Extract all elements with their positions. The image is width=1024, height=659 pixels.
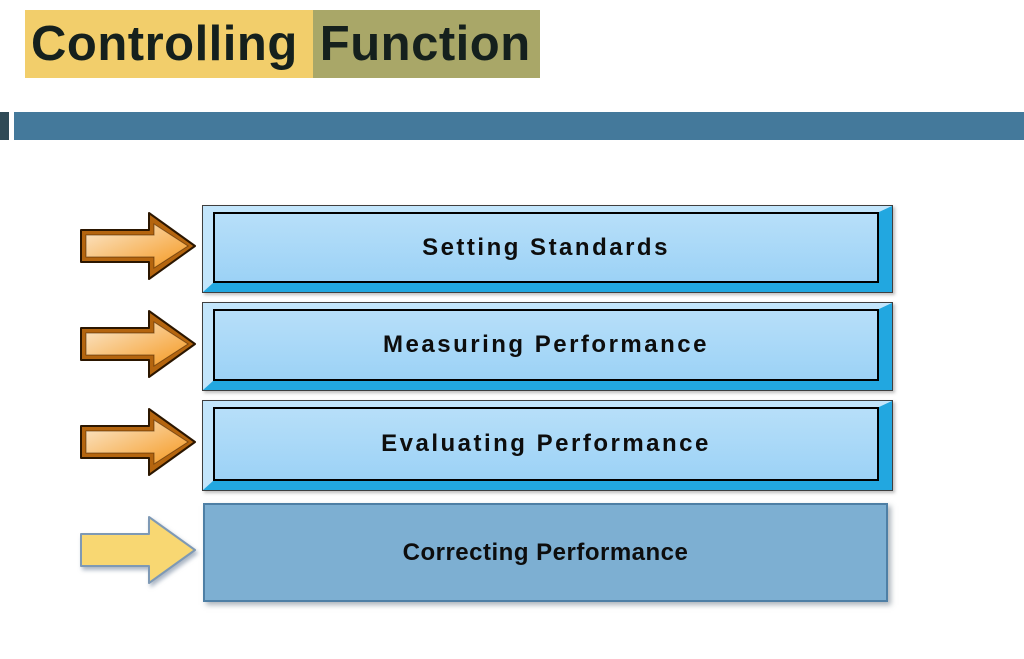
step-label: Evaluating Performance [381,430,711,457]
step-box-evaluating-performance: Evaluating Performance [202,400,893,491]
right-arrow-icon [80,212,196,280]
divider-accent-block [0,112,9,140]
step-label: Setting Standards [422,233,670,261]
step-box-bevel: Setting Standards [203,206,892,292]
step-box-panel: Evaluating Performance [213,407,879,481]
step-box-panel: Measuring Performance [213,309,879,381]
slide-title-part-controlling: Controlling [25,10,313,78]
step-box-panel: Setting Standards [213,212,879,283]
step-label: Correcting Performance [402,538,689,566]
step-label: Measuring Performance [383,331,709,358]
right-arrow-icon [80,310,196,378]
slide-title-part-function: Function [312,10,540,78]
step-box-bevel: Measuring Performance [203,303,892,390]
step-box-measuring-performance: Measuring Performance [202,302,893,391]
step-box-setting-standards: Setting Standards [202,205,893,293]
right-arrow-icon [80,408,196,476]
step-box-correcting-performance: Correcting Performance [203,503,888,602]
step-box-bevel: Evaluating Performance [203,401,892,490]
divider-bar [14,112,1024,140]
right-arrow-icon [80,516,196,584]
